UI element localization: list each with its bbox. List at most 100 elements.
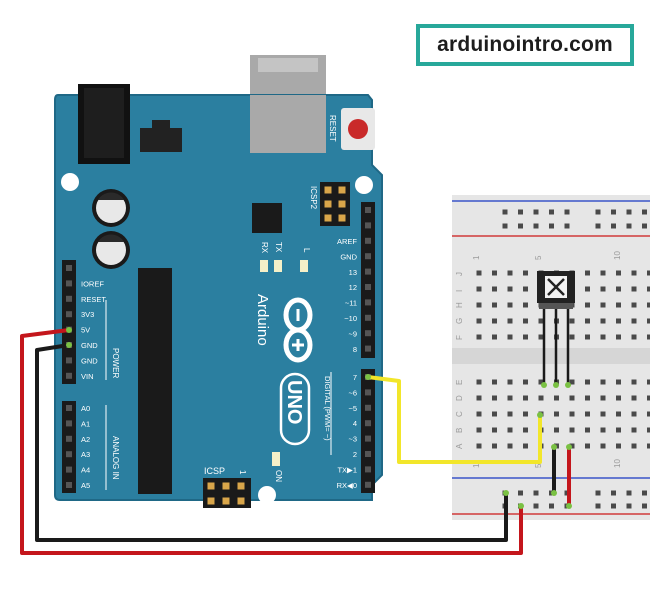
breadboard-hole xyxy=(507,286,513,292)
row-letter: G xyxy=(455,318,464,324)
breadboard-hole xyxy=(492,270,497,276)
breadboard-hole xyxy=(647,411,650,417)
breadboard-hole xyxy=(585,443,590,449)
row-letter: F xyxy=(455,335,464,340)
breadboard-hole xyxy=(631,427,637,433)
breadboard-hole xyxy=(600,318,606,324)
header-pin xyxy=(365,299,371,306)
breadboard-hole xyxy=(585,334,590,340)
pin-label: ~5 xyxy=(348,404,357,413)
pin-label: A5 xyxy=(81,481,90,490)
breadboard-hole xyxy=(476,318,482,324)
breadboard-hole xyxy=(554,427,559,433)
icsp-pin xyxy=(324,200,332,208)
breadboard-hole xyxy=(569,318,575,324)
breadboard-hole xyxy=(647,270,650,276)
icsp-pin xyxy=(207,482,215,490)
breadboard-hole xyxy=(569,395,575,401)
pin-label: 13 xyxy=(349,268,357,277)
breadboard-hole xyxy=(600,411,606,417)
icsp-pin-label: 1 xyxy=(238,470,247,475)
pin-label: ~11 xyxy=(345,299,357,308)
arduino-logo xyxy=(283,297,313,363)
breadboard-hole xyxy=(554,411,559,417)
icsp2-pins xyxy=(324,186,346,222)
breadboard-hole xyxy=(569,334,575,340)
breadboard-hole xyxy=(631,411,637,417)
capacitor-mark xyxy=(98,234,124,242)
column-number: 10 xyxy=(613,251,622,260)
breadboard-hole xyxy=(492,302,497,308)
breadboard-hole xyxy=(492,318,497,324)
capacitor-mark xyxy=(98,192,124,200)
reset-button-cap xyxy=(348,119,368,139)
power-header-label: POWER xyxy=(111,348,120,378)
header-pin xyxy=(66,265,72,271)
usb-connector-top xyxy=(258,58,318,72)
rail-hole xyxy=(626,209,632,215)
row-letter: B xyxy=(455,428,464,433)
mounting-hole xyxy=(258,486,276,504)
pin-label: ~3 xyxy=(348,435,357,444)
rail-hole xyxy=(549,223,554,229)
breadboard-hole xyxy=(600,270,606,276)
header-pin xyxy=(66,405,72,411)
board-model: UNO xyxy=(283,380,305,424)
breadboard-hole xyxy=(585,286,590,292)
breadboard-hole xyxy=(647,443,650,449)
header-pin xyxy=(365,284,371,290)
arduino-board: RESET ICSP2 ICSP 1 RX TX L ON xyxy=(54,55,383,518)
regulator-tab xyxy=(152,120,170,130)
usb-connector-body xyxy=(250,95,326,153)
rail-hole xyxy=(502,209,508,215)
row-letter: D xyxy=(455,395,464,401)
rail-hole xyxy=(564,223,570,229)
pin-label: TX▶1 xyxy=(337,465,357,474)
pin-label: VIN xyxy=(81,372,94,381)
rail-hole xyxy=(642,490,647,496)
rail-hole xyxy=(549,209,554,215)
rail-hole xyxy=(518,490,523,496)
breadboard-hole xyxy=(538,318,544,324)
pin-highlight xyxy=(365,374,371,380)
header-pin xyxy=(66,420,72,427)
breadboard-hole xyxy=(523,395,528,401)
breadboard-hole xyxy=(631,318,637,324)
breadboard-hole xyxy=(616,334,621,340)
tx-label: TX xyxy=(274,242,283,253)
hole-highlight xyxy=(566,444,572,450)
pin-label: IOREF xyxy=(81,279,104,288)
breadboard-hole xyxy=(600,443,606,449)
l-label: L xyxy=(302,248,311,253)
header-pin xyxy=(365,330,371,337)
header-pin xyxy=(66,451,72,458)
header-pin xyxy=(365,466,371,473)
breadboard-hole xyxy=(492,443,497,449)
rail-hole xyxy=(611,503,616,509)
breadboard-hole xyxy=(616,286,621,292)
hole-highlight xyxy=(551,444,557,450)
l-led xyxy=(300,260,308,272)
breadboard-hole xyxy=(523,379,528,385)
breadboard-hole xyxy=(507,379,513,385)
header-pin xyxy=(66,311,72,318)
pin-label: AREF xyxy=(337,237,357,246)
analog-header-pins xyxy=(66,405,72,488)
column-number: 10 xyxy=(613,459,622,468)
column-number: 1 xyxy=(472,255,481,260)
breadboard-hole xyxy=(507,395,513,401)
breadboard-hole xyxy=(492,379,497,385)
rail-hole xyxy=(595,503,601,509)
icsp-pin xyxy=(324,186,332,194)
rail-hole xyxy=(626,503,632,509)
breadboard-hole xyxy=(600,302,606,308)
breadboard-hole xyxy=(600,334,606,340)
mounting-hole xyxy=(67,502,83,518)
breadboard-hole xyxy=(647,379,650,385)
sensor-mark xyxy=(547,278,565,296)
analog-header xyxy=(62,401,76,493)
hole-highlight xyxy=(566,503,572,509)
breadboard-hole xyxy=(492,334,497,340)
